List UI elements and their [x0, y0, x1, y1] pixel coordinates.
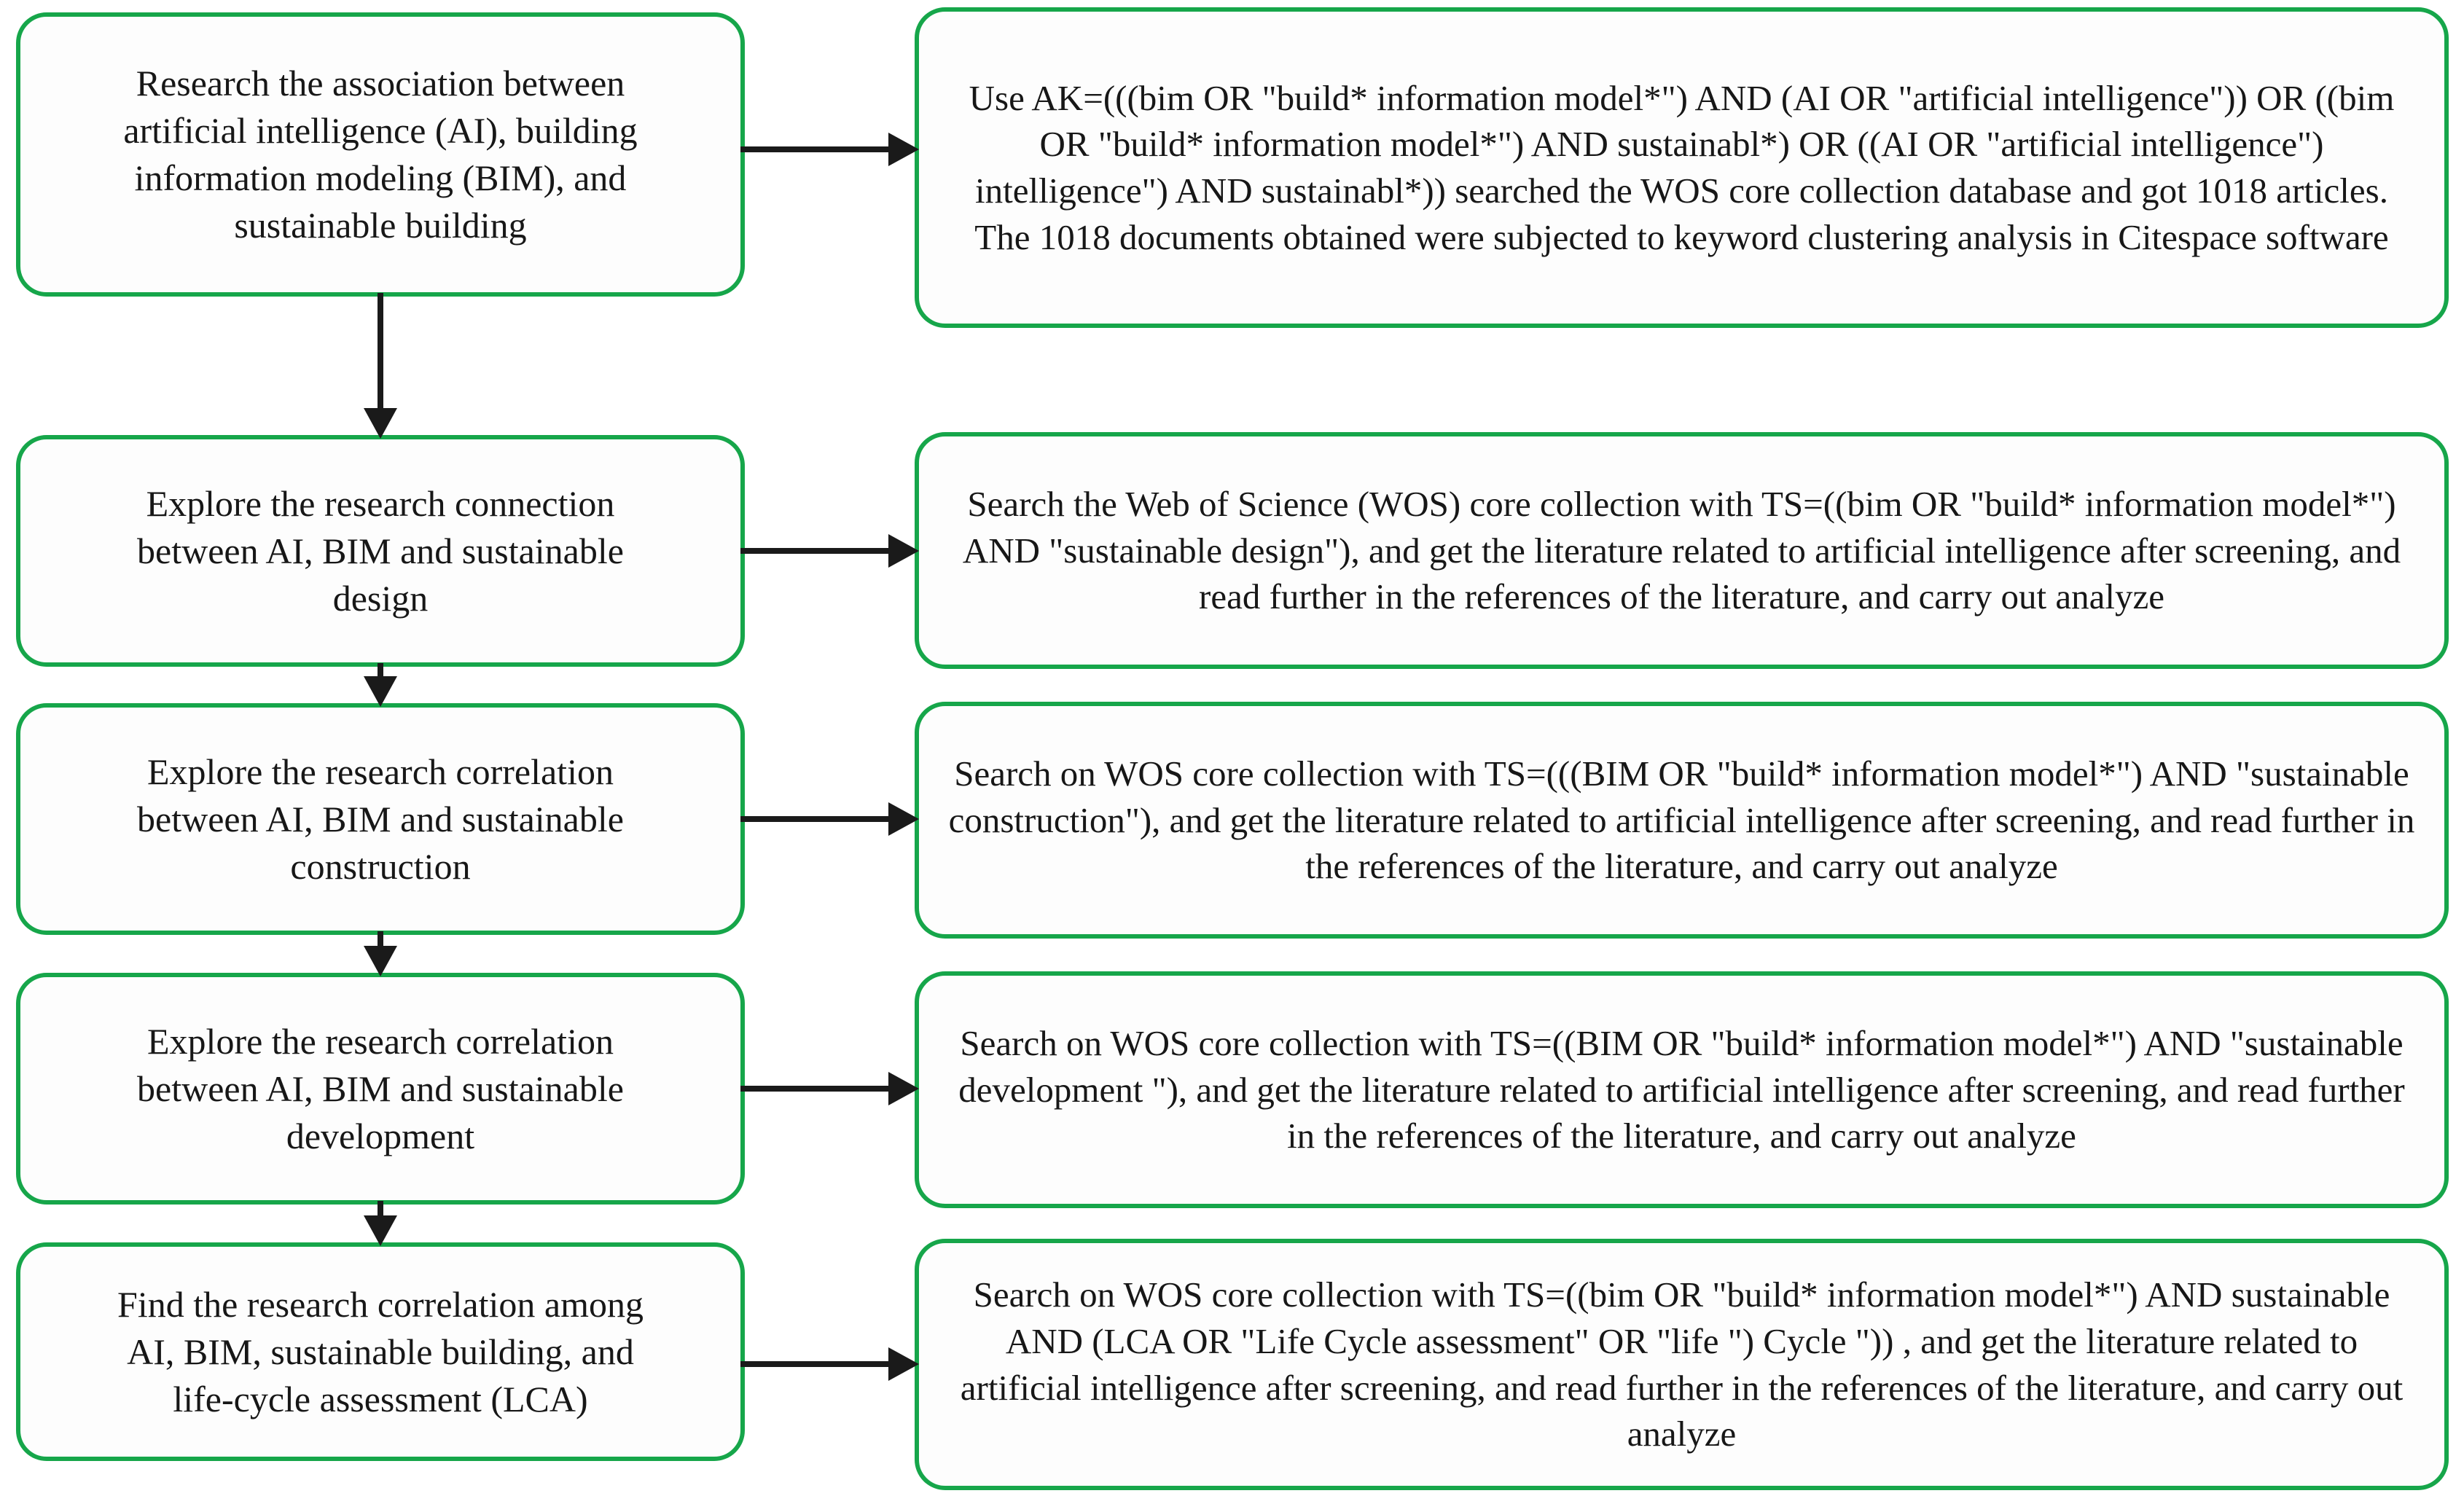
arrow-stage-3-to-stage-4 [359, 931, 402, 976]
arrow-shaft [740, 146, 890, 152]
detail-node-3[interactable]: Search on WOS core collection with TS=((… [915, 702, 2449, 939]
detail-node-1[interactable]: Use AK=(((bim OR "build* information mod… [915, 7, 2449, 328]
stage-node-3[interactable]: Explore the research correlation between… [16, 703, 745, 935]
arrow-stage-2-to-stage-3 [359, 663, 402, 707]
arrow-stage-1-to-stage-2 [359, 293, 402, 439]
stage-node-4[interactable]: Explore the research correlation between… [16, 973, 745, 1205]
stage-node-2[interactable]: Explore the research connection between … [16, 435, 745, 667]
detail-node-4[interactable]: Search on WOS core collection with TS=((… [915, 971, 2449, 1208]
arrow-stage-2-to-detail-2 [740, 529, 919, 573]
arrow-head-down-icon [364, 1215, 397, 1246]
stage-node-5[interactable]: Find the research correlation among AI, … [16, 1242, 745, 1461]
stage-node-4-label: Explore the research correlation between… [137, 1020, 624, 1156]
arrow-shaft [378, 293, 383, 411]
arrow-shaft [740, 1086, 890, 1092]
stage-node-1[interactable]: Research the association between artific… [16, 12, 745, 297]
arrow-head-down-icon [364, 946, 397, 976]
arrow-stage-4-to-detail-4 [740, 1067, 919, 1111]
stage-node-3-label: Explore the research correlation between… [137, 751, 624, 887]
arrow-head-down-icon [364, 676, 397, 707]
arrow-shaft [740, 548, 890, 554]
arrow-stage-4-to-stage-5 [359, 1201, 402, 1246]
arrow-shaft [740, 816, 890, 822]
detail-node-2-label: Search the Web of Science (WOS) core col… [962, 483, 2401, 617]
arrow-shaft [740, 1361, 890, 1367]
arrow-stage-3-to-detail-3 [740, 797, 919, 841]
stage-node-5-label: Find the research correlation among AI, … [117, 1283, 644, 1419]
detail-node-3-label: Search on WOS core collection with TS=((… [948, 753, 2415, 887]
stage-node-2-label: Explore the research connection between … [137, 482, 624, 619]
arrow-stage-1-to-detail-1 [740, 128, 919, 171]
detail-node-1-label: Use AK=(((bim OR "build* information mod… [969, 77, 2395, 257]
arrow-stage-5-to-detail-5 [740, 1342, 919, 1386]
detail-node-5-label: Search on WOS core collection with TS=((… [960, 1274, 2404, 1454]
detail-node-4-label: Search on WOS core collection with TS=((… [958, 1022, 2405, 1156]
stage-node-1-label: Research the association between artific… [123, 63, 638, 246]
arrow-head-down-icon [364, 408, 397, 439]
detail-node-2[interactable]: Search the Web of Science (WOS) core col… [915, 432, 2449, 669]
detail-node-5[interactable]: Search on WOS core collection with TS=((… [915, 1239, 2449, 1490]
